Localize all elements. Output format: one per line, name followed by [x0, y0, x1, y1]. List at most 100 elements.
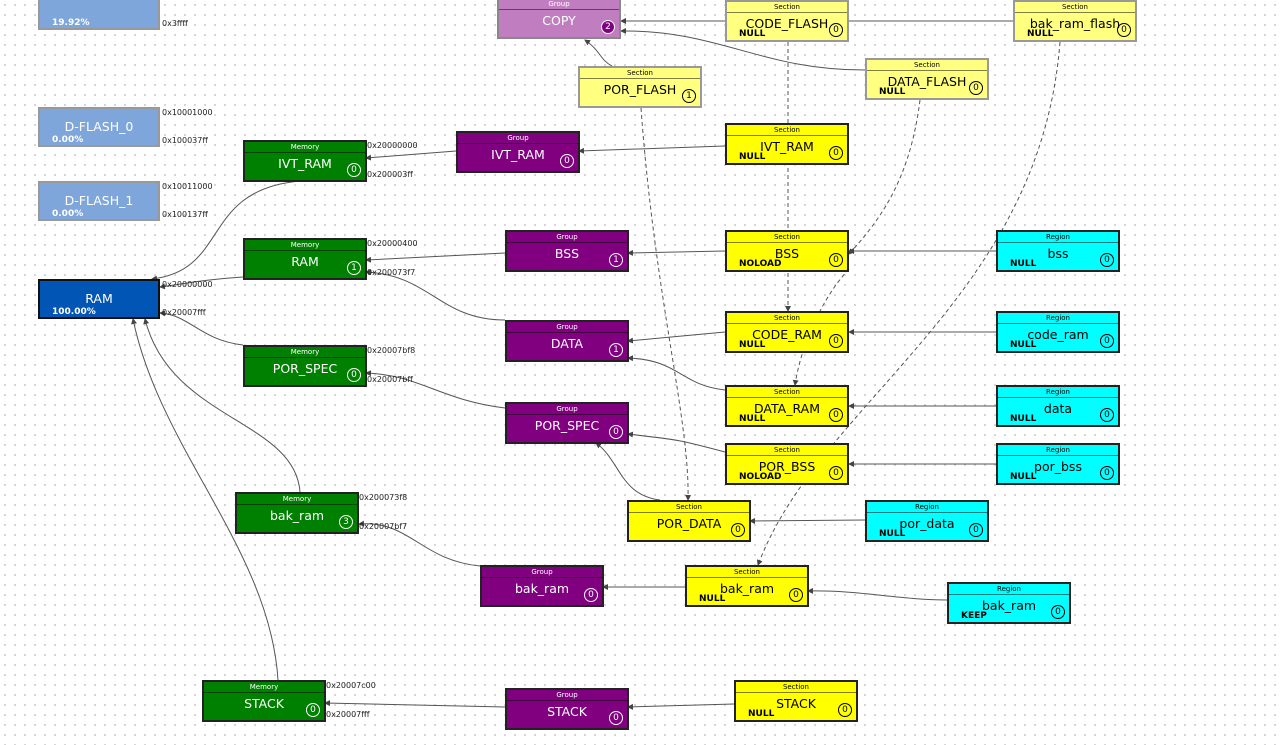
usage-percent: 0.00%	[52, 209, 84, 219]
node-type: Section	[727, 232, 847, 243]
mapping-edge	[365, 150, 457, 161]
mapping-edge	[358, 520, 481, 567]
node-title: STACK	[244, 696, 284, 711]
physical-memory-flash[interactable]: 19.92%	[38, 0, 160, 30]
node-type: Memory	[245, 240, 365, 251]
node-type: Memory	[245, 142, 365, 153]
count-badge: 0	[829, 23, 843, 37]
node-type: Section	[727, 2, 847, 13]
address-end: 0x3ffff	[162, 19, 188, 28]
node-type: Group	[482, 567, 602, 578]
node-flag: NULL	[739, 414, 766, 424]
count-badge: 0	[829, 253, 843, 267]
node-flag: NULL	[699, 594, 726, 604]
address-end: 0x200073f7	[367, 268, 416, 277]
node-type: Section	[727, 125, 847, 136]
node-flag: NULL	[1027, 29, 1054, 39]
node-type: Section	[580, 68, 700, 79]
address-end: 0x20007bf7	[359, 522, 408, 531]
address-start: 0x200073f8	[359, 493, 408, 502]
node-title: BSS	[554, 246, 580, 261]
mapping-edge	[584, 39, 613, 67]
node-type: Group	[507, 690, 627, 701]
count-badge: 0	[1100, 466, 1114, 480]
node-title: IVT_RAM	[491, 147, 545, 162]
count-badge: 1	[609, 343, 623, 357]
node-type: Region	[867, 502, 987, 513]
node-title: STACK	[776, 696, 816, 711]
node-type: Region	[998, 313, 1118, 324]
node-title: D-FLASH_0	[64, 119, 134, 134]
node-flag: NULL	[1010, 340, 1037, 350]
mapping-edge	[749, 517, 866, 524]
count-badge: 0	[1100, 408, 1114, 422]
count-badge: 0	[969, 81, 983, 95]
node-type: Section	[727, 313, 847, 324]
node-title: POR_DATA	[656, 516, 722, 531]
mapping-edge	[807, 587, 948, 601]
address-start: 0x10001000	[162, 108, 213, 117]
mapping-edge	[159, 276, 244, 290]
node-title: bak_ram	[719, 581, 775, 596]
node-type: Region	[949, 584, 1069, 595]
count-badge: 0	[829, 408, 843, 422]
mapping-edge	[131, 318, 279, 681]
node-type: Group	[507, 322, 627, 333]
count-badge: 0	[838, 703, 852, 717]
address-end: 0x100137ff	[162, 210, 208, 219]
node-title: por_bss	[1034, 459, 1082, 474]
mapping-edge	[620, 27, 866, 71]
count-badge: 0	[609, 711, 623, 725]
node-title: CODE_RAM	[752, 327, 822, 342]
node-flag: NULL	[879, 87, 906, 97]
node-type: Section	[1015, 2, 1135, 13]
count-badge: 0	[1117, 23, 1131, 37]
usage-percent: 19.92%	[52, 18, 90, 28]
node-title: POR_SPEC	[534, 418, 600, 433]
mapping-edge	[627, 431, 726, 453]
node-title: COPY	[542, 13, 576, 28]
node-title: bak_ram_flash	[1029, 16, 1121, 31]
node-type: Group	[458, 133, 578, 144]
dashed-mapping-edge	[848, 99, 921, 255]
node-title: IVT_RAM	[760, 139, 814, 154]
count-badge: 0	[609, 425, 623, 439]
node-type: Section	[687, 567, 807, 578]
count-badge: 0	[347, 368, 361, 382]
count-badge: 0	[560, 154, 574, 168]
count-badge: 0	[969, 523, 983, 537]
